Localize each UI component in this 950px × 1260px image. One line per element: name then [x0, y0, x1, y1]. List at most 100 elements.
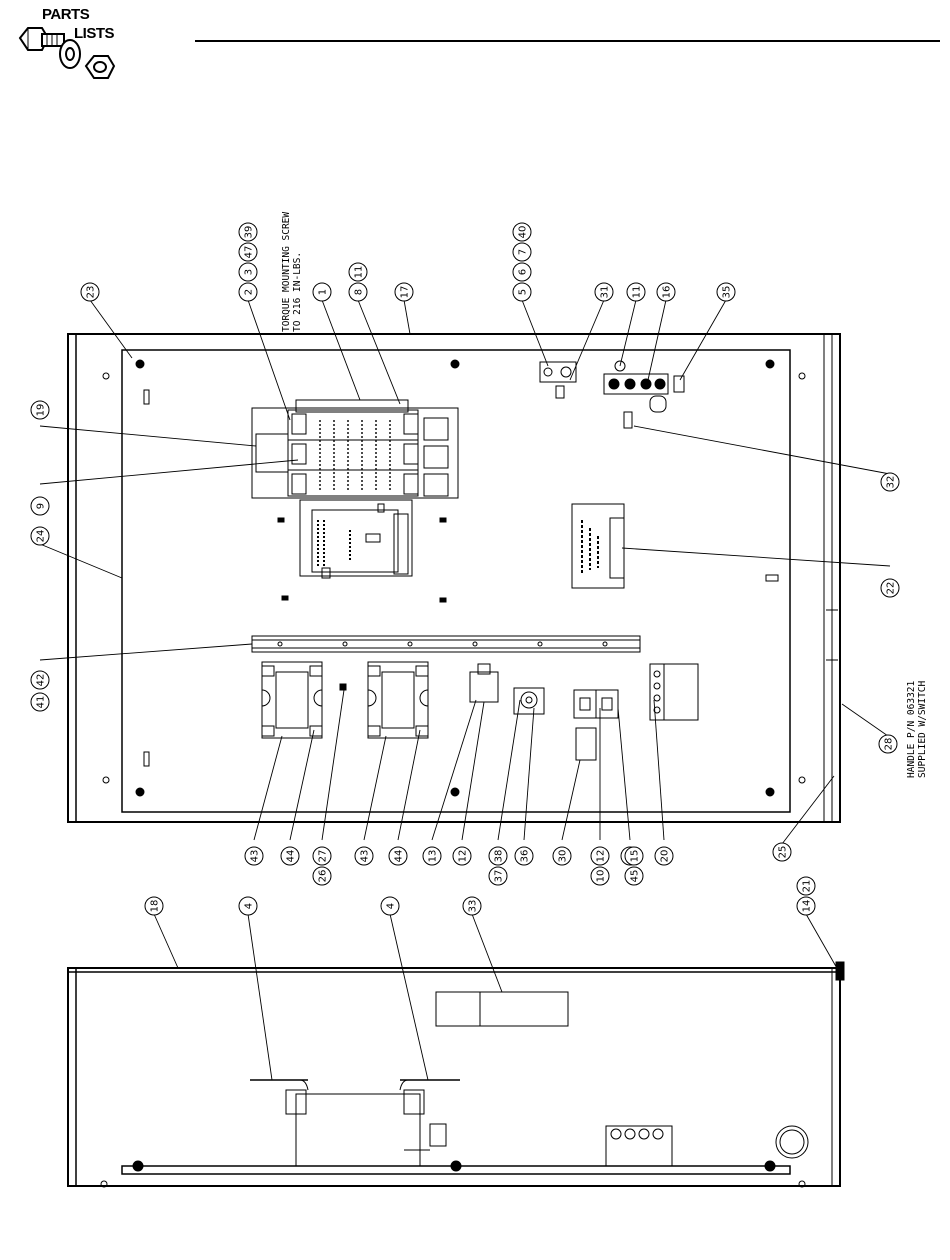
side-label-plate	[436, 992, 568, 1026]
callout-15: 15	[625, 847, 643, 865]
callout-4a: 4	[239, 897, 257, 915]
callout-number: 44	[286, 850, 297, 863]
torque-note-line1: TORQUE MOUNTING SCREW	[281, 212, 292, 332]
callout-31: 31	[595, 283, 613, 301]
callout-5: 5	[513, 283, 531, 301]
callout-12a: 12	[453, 847, 471, 865]
callout-20: 20	[655, 847, 673, 865]
callout-number: 12	[596, 850, 607, 863]
handle-note-line1: HANDLE P/N 063321	[906, 680, 917, 778]
panel-standoffs	[278, 518, 446, 602]
callout-number: 3	[244, 269, 255, 275]
callout-32: 32	[881, 473, 899, 491]
callout-number: 47	[244, 246, 255, 259]
callout-number: 28	[884, 738, 895, 751]
callout-number: 12	[458, 850, 469, 863]
callout-number: 10	[596, 870, 607, 883]
relay-component	[470, 664, 498, 702]
callout-number: 43	[360, 850, 371, 863]
ground-symbol	[674, 376, 684, 392]
callout-10: 10	[591, 867, 609, 885]
callout-number: 14	[802, 900, 813, 913]
callout-38: 38	[489, 847, 507, 865]
callout-42: 42	[31, 671, 49, 689]
callout-number: 45	[630, 870, 641, 883]
callout-3: 3	[239, 263, 257, 281]
callout-11a: 11	[349, 263, 367, 281]
din-rail	[252, 636, 640, 652]
callout-25: 25	[773, 843, 791, 861]
callout-number: 40	[518, 226, 529, 239]
callout-19: 19	[31, 401, 49, 419]
callout-6: 6	[513, 263, 531, 281]
callout-number: 22	[886, 582, 897, 595]
callout-number: 32	[886, 476, 897, 489]
callout-13: 13	[423, 847, 441, 865]
callout-39: 39	[239, 223, 257, 241]
callout-number: 4	[244, 903, 255, 909]
callout-43a: 43	[245, 847, 263, 865]
callout-2: 2	[239, 283, 257, 301]
callout-26: 26	[313, 867, 331, 885]
callout-21: 21	[797, 877, 815, 895]
callout-number: 31	[600, 286, 611, 299]
callout-17: 17	[395, 283, 413, 301]
wiring-decal	[572, 504, 624, 588]
transformer-1	[262, 662, 322, 738]
callout-12b: 12	[591, 847, 609, 865]
neutral-bar	[604, 361, 668, 412]
callout-number: 30	[558, 850, 569, 863]
callout-number: 35	[722, 286, 733, 299]
callout-number: 2	[244, 289, 255, 295]
callout-7: 7	[513, 243, 531, 261]
callout-number: 6	[518, 269, 529, 275]
side-terminals	[606, 1126, 672, 1166]
callout-number: 13	[428, 850, 439, 863]
transformer-2	[368, 662, 428, 738]
callout-45: 45	[625, 867, 643, 885]
fuse-holder	[574, 690, 618, 718]
controller-board	[300, 500, 412, 578]
callout-33: 33	[463, 897, 481, 915]
callout-number: 37	[494, 870, 505, 883]
callout-28: 28	[879, 735, 897, 753]
callout-18: 18	[145, 897, 163, 915]
transfer-switch	[252, 400, 458, 498]
callout-number: 19	[36, 404, 47, 417]
callout-8: 8	[349, 283, 367, 301]
callout-number: 36	[520, 850, 531, 863]
callout-number: 11	[632, 286, 643, 299]
callout-16: 16	[657, 283, 675, 301]
callout-number: 4	[386, 903, 397, 909]
callout-number: 16	[662, 286, 673, 299]
callout-number: 15	[630, 850, 641, 863]
callout-number: 41	[36, 696, 47, 709]
callout-number: 17	[400, 286, 411, 299]
callout-number: 38	[494, 850, 505, 863]
callout-number: 5	[518, 289, 529, 295]
callout-43b: 43	[355, 847, 373, 865]
ground-lug	[540, 362, 576, 398]
callout-number: 43	[250, 850, 261, 863]
callout-number: 20	[660, 850, 671, 863]
callout-11b: 11	[627, 283, 645, 301]
callout-number: 7	[518, 249, 529, 255]
callout-number: 1	[318, 289, 329, 295]
enclosure-outline	[68, 334, 840, 822]
callout-number: 11	[354, 266, 365, 279]
torque-note-line2: TO 216 IN-LBS.	[292, 252, 303, 332]
callout-number: 42	[36, 674, 47, 687]
callout-30: 30	[553, 847, 571, 865]
callout-number: 27	[318, 850, 329, 863]
callout-4b: 4	[381, 897, 399, 915]
small-label	[624, 412, 632, 428]
callout-number: 39	[244, 226, 255, 239]
callout-35: 35	[717, 283, 735, 301]
callout-40: 40	[513, 223, 531, 241]
callout-37: 37	[489, 867, 507, 885]
terminal-block	[650, 664, 698, 720]
callout-24: 24	[31, 527, 49, 545]
callout-number: 25	[778, 846, 789, 859]
callout-1: 1	[313, 283, 331, 301]
